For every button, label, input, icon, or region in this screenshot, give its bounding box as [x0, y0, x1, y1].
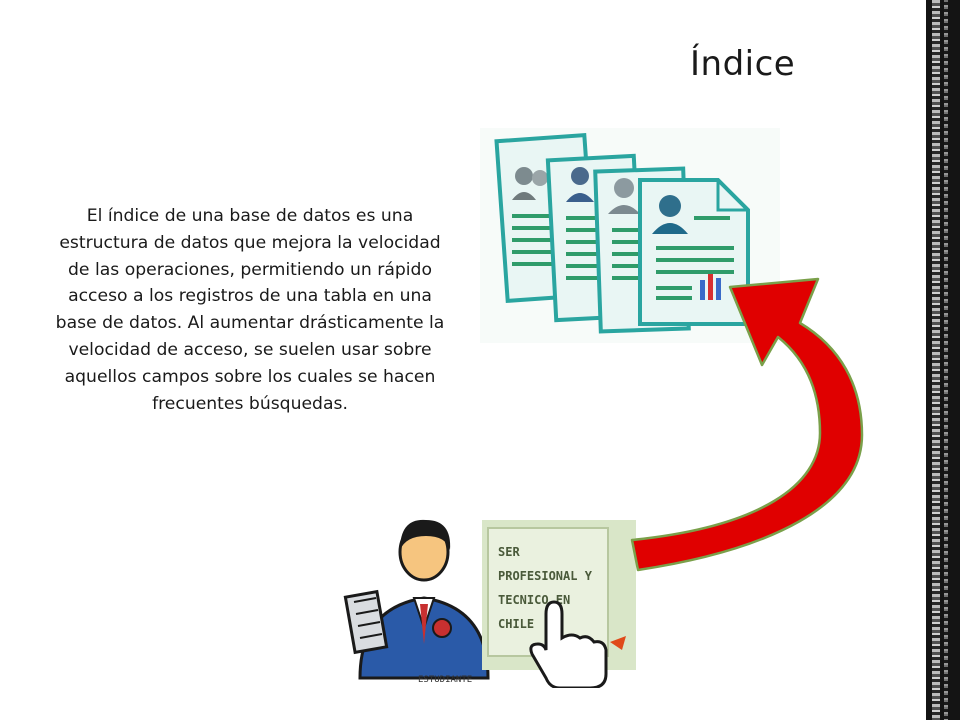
student-caption: ESTUDIANTE	[418, 675, 472, 685]
slide-title: Índice	[690, 44, 796, 84]
sign-line-4: CHILE	[498, 617, 534, 631]
document-4	[638, 178, 750, 326]
film-strip-perforation-2	[944, 0, 948, 720]
student-with-books-icon: SER PROFESIONAL Y TECNICO EN CHILE ESTUD…	[332, 518, 638, 688]
slide-body-text: El índice de una base de datos es una es…	[55, 206, 445, 414]
sign-line-2: PROFESIONAL Y	[498, 569, 593, 583]
film-strip-perforation	[932, 0, 940, 720]
pointing-hand-icon	[529, 600, 608, 688]
curved-arrow-icon	[630, 277, 864, 572]
student-figure	[343, 519, 490, 680]
film-strip-edge	[926, 0, 960, 720]
information-sign: SER PROFESIONAL Y TECNICO EN CHILE	[482, 520, 636, 688]
sign-line-1: SER	[498, 545, 520, 559]
document-stack-icon	[480, 128, 780, 343]
